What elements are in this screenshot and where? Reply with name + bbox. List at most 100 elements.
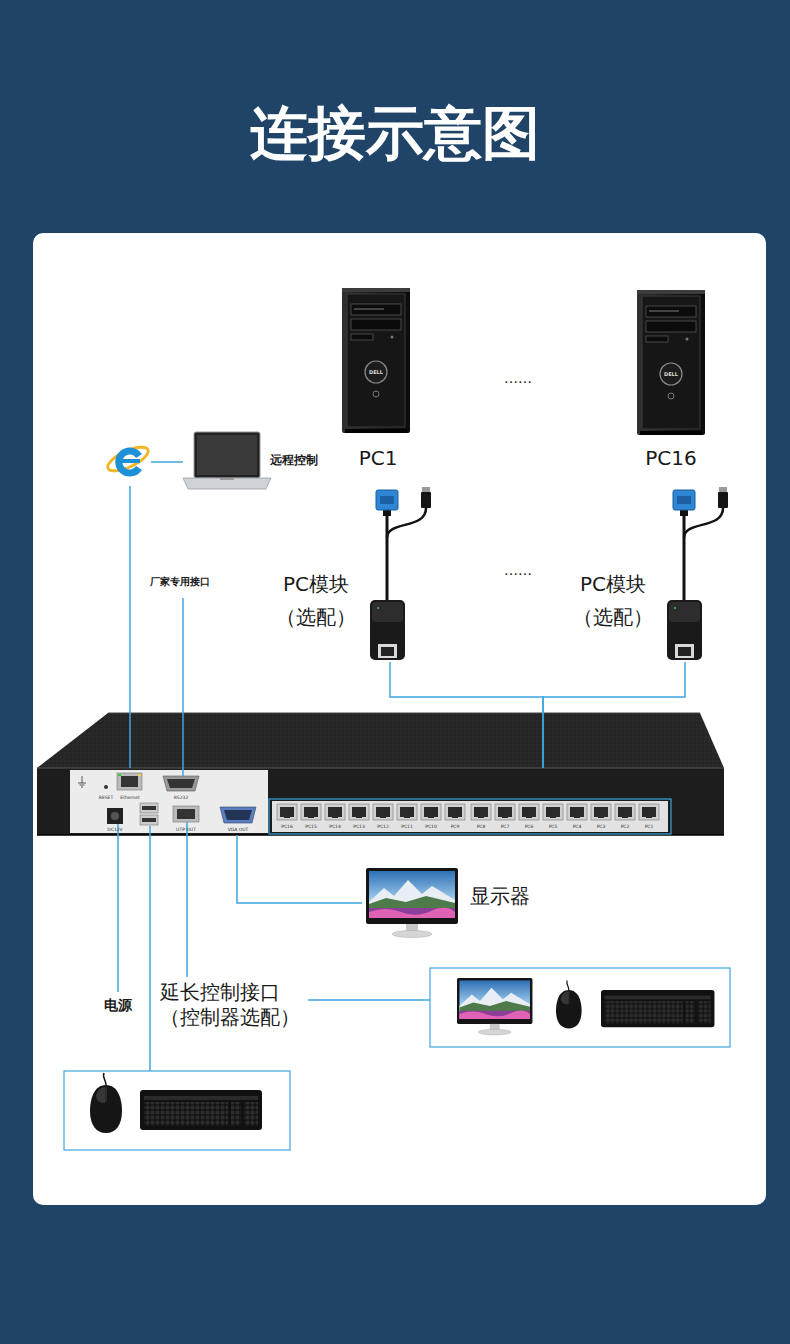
kvm-switch-picture (495, 804, 515, 820)
pc-module: PC模块 （选配） (268, 488, 410, 662)
kvm-switch-picture (272, 801, 668, 832)
port-label: PC5 (538, 824, 568, 829)
kvm-switch-picture (224, 810, 252, 820)
kvm-switch-picture (142, 818, 156, 822)
kvm-switch-picture (108, 713, 700, 714)
port-label: PC14 (320, 824, 350, 829)
laptop-picture (194, 432, 260, 478)
brand-logo: DELL (656, 372, 686, 377)
port-label: PC12 (368, 824, 398, 829)
port-note: 厂家专用接口 (150, 575, 230, 589)
kvm-switch-picture (173, 806, 199, 822)
kvm-switch-picture (37, 768, 724, 835)
ellipsis: …… (488, 562, 548, 578)
port-label: PC15 (296, 824, 326, 829)
pc-name: PC16 (626, 446, 716, 470)
pc-tower: PC1 (333, 285, 425, 475)
remote-laptop: 远程控制 (104, 436, 330, 486)
monitor-picture (366, 868, 458, 938)
kvm-switch-picture (140, 815, 158, 825)
monitor: 显示器 (362, 865, 544, 940)
pc-module (370, 487, 431, 660)
console-box (556, 980, 582, 1028)
cable-line (118, 462, 430, 1071)
cable-line (182, 598, 184, 776)
port-label: PC7 (490, 824, 520, 829)
ie-icon (119, 451, 139, 473)
laptop-picture (183, 478, 271, 489)
kvm-switch-picture (373, 804, 393, 820)
kvm-switch-picture (70, 770, 268, 833)
cable-connector (129, 486, 131, 768)
kvm-switch-picture (421, 804, 441, 820)
pc-module (667, 487, 728, 660)
port-label: Ethernet (115, 795, 145, 800)
port-label: PC16 (272, 824, 302, 829)
cable-line (149, 826, 151, 1071)
kvm-switch-picture (445, 804, 465, 820)
cable-connector (237, 835, 362, 903)
port-label: RESET (91, 795, 121, 800)
console-box (430, 968, 730, 1047)
pc-tower (342, 288, 410, 433)
kvm-switch-picture (567, 804, 587, 820)
ie-icon (105, 442, 152, 475)
kvm-switch-picture (163, 776, 199, 791)
module-label: PC模块 （选配） (268, 568, 364, 634)
port-label: PC6 (514, 824, 544, 829)
keyboard-mouse-box (64, 1071, 290, 1150)
monitor-picture (366, 868, 458, 938)
port-label: PC13 (344, 824, 374, 829)
kvm-switch-picture (111, 812, 119, 820)
keyboard-mouse-box (64, 1071, 290, 1150)
kvm-switch-picture (220, 807, 256, 823)
kvm-switch-picture (277, 804, 297, 820)
kvm-switch-picture (349, 804, 369, 820)
port-label: PC9 (440, 824, 470, 829)
kvm-switch-picture (471, 804, 491, 820)
port-label: VGA OUT (223, 827, 253, 832)
pc-tower (342, 288, 705, 435)
pc-name: PC1 (333, 446, 423, 470)
port-label: PC4 (562, 824, 592, 829)
kvm-switch-picture (177, 809, 195, 819)
brand-logo: DELL (361, 370, 391, 375)
kvm-switch-picture (543, 804, 563, 820)
port-label: PC11 (392, 824, 422, 829)
ie-icon (105, 442, 152, 475)
port-label: DC12V (100, 827, 130, 832)
kvm-switch-picture (519, 804, 539, 820)
port-label: PC1 (634, 824, 664, 829)
kvm-switch: RESETEthernet RS232DC12V UTP OUT VGA OUT PC1… (37, 768, 724, 835)
monitor-label: 显示器 (470, 884, 540, 908)
keyboard-mouse-box (90, 1073, 122, 1133)
kvm-switch-picture (107, 808, 123, 824)
kvm-switch-picture (104, 785, 108, 789)
cable-line (151, 461, 183, 463)
kvm-switch-picture (639, 804, 659, 820)
remote-control-label: 远程控制 (270, 452, 328, 468)
kvm-switch-picture (142, 806, 156, 810)
console-box (601, 990, 714, 1027)
kvm-switch-picture (37, 713, 724, 768)
ellipsis: …… (488, 370, 548, 386)
port-label: UTP OUT (171, 827, 201, 832)
port-label: RS232 (166, 795, 196, 800)
cable-line (308, 999, 430, 1001)
kvm-switch-picture (78, 776, 86, 787)
ie-icon (118, 459, 140, 463)
cable-line (186, 822, 188, 977)
cable-connector (390, 662, 543, 768)
kvm-switch-picture (37, 713, 724, 835)
cable-connector (543, 662, 685, 768)
port-label: PC8 (466, 824, 496, 829)
kvm-switch-picture (121, 776, 138, 787)
kvm-switch-picture (591, 804, 611, 820)
kvm-switch-picture (140, 803, 158, 813)
laptop-picture (220, 478, 234, 480)
